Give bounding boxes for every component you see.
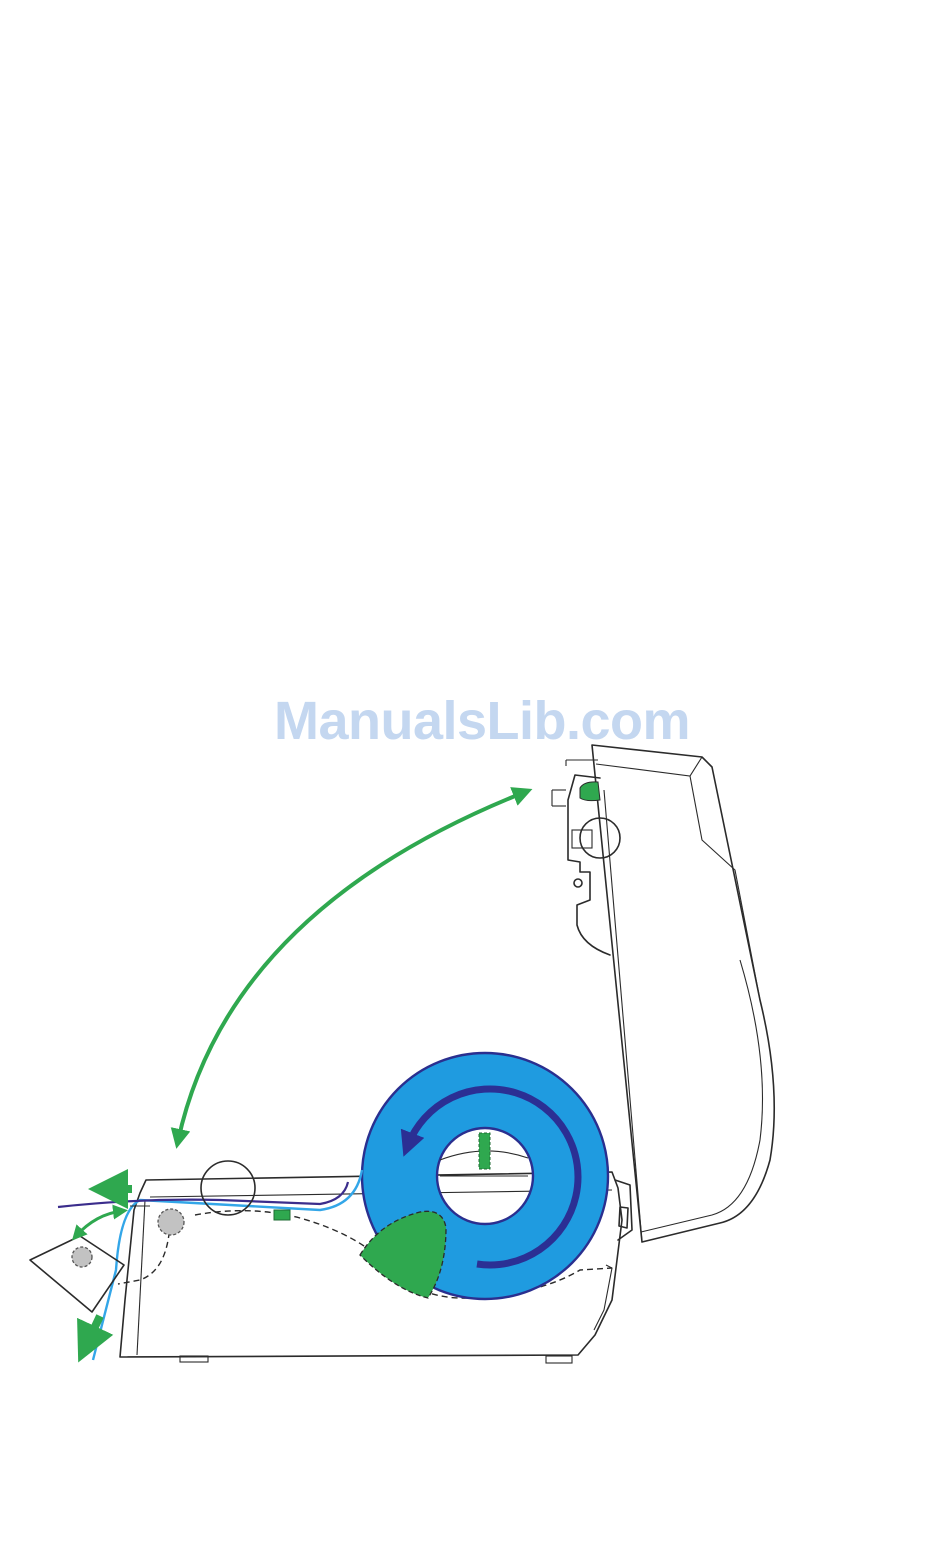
media-sensor-green (274, 1210, 290, 1220)
platen-roller (201, 1161, 255, 1215)
peeler-roller (72, 1247, 92, 1267)
media-path (58, 1161, 362, 1360)
lid-spine (690, 776, 760, 1000)
print-head-green-tab (580, 782, 600, 801)
lid-latch-pin (574, 879, 582, 887)
lid-inner-curve (641, 960, 763, 1232)
peeler-swing-arrow (76, 1211, 122, 1236)
lid-shell (592, 745, 774, 1242)
tear-bar-roller (158, 1209, 184, 1235)
peeler-door (30, 1236, 124, 1312)
side-button (619, 1207, 628, 1228)
lid-top-edge (596, 757, 702, 776)
foot-right (546, 1356, 572, 1363)
base-front-edge (137, 1200, 145, 1355)
peeler-assembly (30, 1206, 184, 1312)
media-roll (360, 1053, 608, 1299)
roll-guide-green (479, 1133, 490, 1169)
lid-inner-line (604, 790, 642, 1242)
media-web-light (93, 1170, 362, 1360)
